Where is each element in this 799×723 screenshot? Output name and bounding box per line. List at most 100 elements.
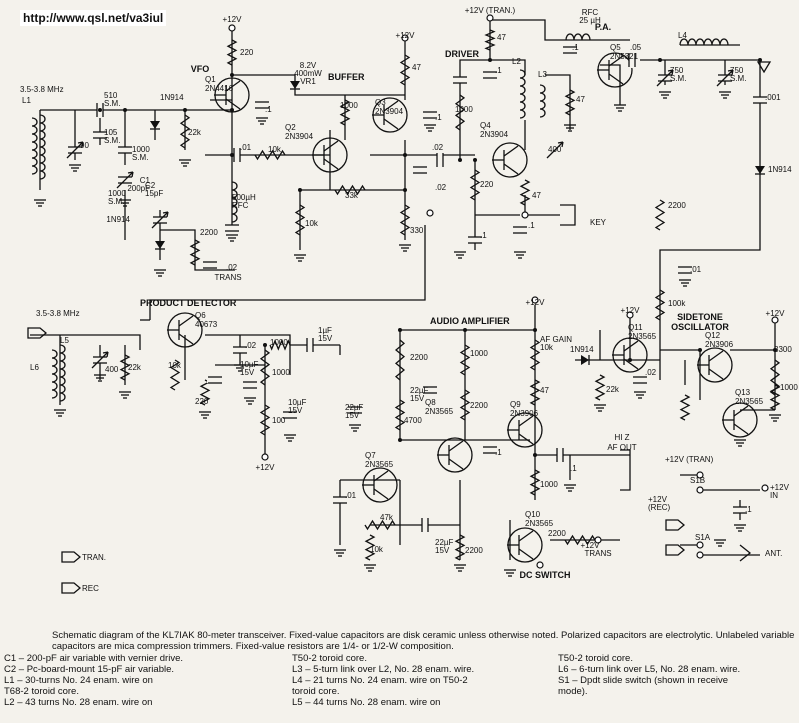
diode-label: 1N914 <box>570 345 594 354</box>
junction-dot <box>398 438 402 442</box>
capacitor <box>512 226 528 234</box>
value-label: 22k <box>606 385 620 394</box>
caption-note: L6 – 6-turn link over L5, No. 28 enam. w… <box>558 664 741 675</box>
transistor-collector <box>448 440 464 452</box>
cap-gap <box>422 387 438 393</box>
cap-gap <box>224 225 240 231</box>
caption-note: mode). <box>558 686 588 697</box>
capacitor <box>562 46 578 54</box>
vcc-tran-label: +12V (TRAN) <box>665 455 714 464</box>
capacitor <box>232 346 248 354</box>
capacitor <box>224 224 240 232</box>
q9-label: 2N3906 <box>510 409 539 418</box>
ground-symbol <box>294 254 306 262</box>
value-label: .1 <box>495 66 502 75</box>
diode-body <box>155 241 165 249</box>
ground-symbol <box>734 439 746 447</box>
cap-gap <box>234 147 240 163</box>
value-label: .02 <box>645 368 657 377</box>
diode-body <box>755 166 765 174</box>
resistor-body <box>394 339 406 381</box>
inductor <box>51 349 58 399</box>
ground-symbol <box>54 409 66 417</box>
junction-dot <box>398 328 402 332</box>
audio-amplifier-label: AUDIO AMPLIFIER <box>430 316 510 326</box>
variable-arrow <box>66 141 84 159</box>
q4-label: Q4 <box>480 121 491 130</box>
value-label: S.M. <box>108 197 124 206</box>
inductor <box>31 117 38 175</box>
q7-label: 2N3565 <box>365 460 394 469</box>
ground-symbol <box>364 564 376 572</box>
resistor-body <box>399 204 411 236</box>
terminal <box>696 471 704 479</box>
ground-symbol <box>769 414 781 422</box>
diode-label: 1N914 <box>768 165 792 174</box>
transistor-emitter <box>518 548 534 560</box>
junction-dot <box>230 153 234 157</box>
capacitor <box>306 337 314 353</box>
ground-symbol <box>594 404 606 412</box>
ground-symbol <box>94 374 106 382</box>
variable-arrow <box>546 141 564 159</box>
vcc-label: +12V <box>526 298 546 307</box>
capacitor <box>482 71 498 79</box>
diode-body <box>290 81 300 89</box>
resistor-body <box>679 394 691 421</box>
variable-arrow <box>91 351 109 369</box>
resistor <box>169 359 181 391</box>
q12-label: 2N3906 <box>705 340 734 349</box>
rec-input-symbol <box>27 327 48 339</box>
ground-symbol <box>199 411 211 419</box>
capacitor <box>412 166 428 174</box>
terminal <box>536 561 544 569</box>
ground-symbol <box>284 434 296 442</box>
ground-symbol <box>719 91 731 99</box>
l2-label: L2 <box>512 57 521 66</box>
ant-connector <box>739 544 752 562</box>
value-label: 510 <box>104 91 118 100</box>
value-label: 1000 <box>455 105 473 114</box>
vcc-label: +12V <box>766 309 786 318</box>
value-label: .1 <box>528 221 535 230</box>
value-label: 220 <box>480 180 494 189</box>
wires <box>30 19 776 560</box>
value-label: 47 <box>576 95 585 104</box>
vcc-label: +12V <box>256 463 276 472</box>
resistor <box>679 394 691 421</box>
ground-symbol <box>564 124 576 132</box>
ground-symbol <box>564 484 576 492</box>
variable-arrow <box>151 211 169 229</box>
value-label: 47k <box>380 513 394 522</box>
resistor <box>254 149 286 161</box>
cap-gap <box>232 347 248 353</box>
diode <box>150 121 160 130</box>
resistor <box>226 39 238 66</box>
q2-label: Q2 <box>285 123 296 132</box>
terminal <box>401 34 409 42</box>
resistor <box>529 379 541 406</box>
value-label: 2200 <box>465 546 483 555</box>
rfc500-label: 500µH <box>232 193 256 202</box>
resistor-body <box>179 114 191 149</box>
dc-switch-label: DC SWITCH <box>520 570 571 580</box>
transistor-collector <box>733 405 749 417</box>
resistor-body <box>119 354 131 381</box>
value-label: .01 <box>345 491 357 500</box>
value-label: 10µF <box>288 398 307 407</box>
capacitor <box>347 406 363 414</box>
cap-gap <box>202 262 218 268</box>
resistor-body <box>334 184 366 196</box>
resistor-body <box>226 39 238 66</box>
cap-gap <box>629 52 635 68</box>
resistor <box>269 339 291 351</box>
resistor <box>454 534 466 561</box>
junction-dot <box>533 328 537 332</box>
resistor <box>459 389 471 421</box>
value-label: 10k <box>268 145 282 154</box>
diode <box>155 241 165 250</box>
resistor-body <box>459 389 471 421</box>
junction-dot <box>658 58 662 62</box>
transistor-emitter <box>373 488 389 500</box>
source-url: http://www.qsl.net/va3iul <box>20 10 167 26</box>
